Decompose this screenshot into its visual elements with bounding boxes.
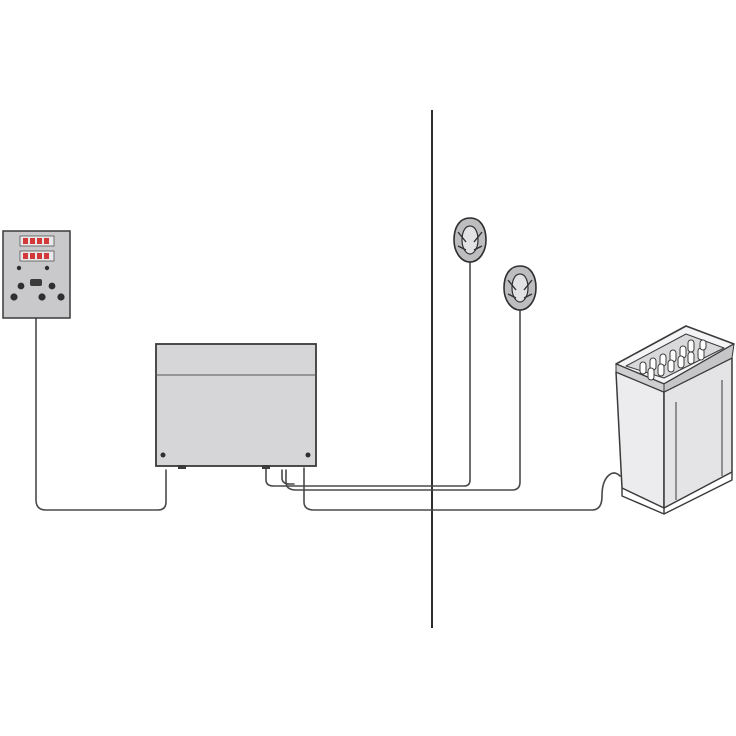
cable-panel-to-unit bbox=[35, 317, 167, 511]
heater-stones bbox=[639, 339, 707, 381]
cables bbox=[35, 261, 621, 511]
panel-indicator-right bbox=[44, 265, 50, 271]
temperature-sensor-2 bbox=[503, 265, 537, 311]
heater-left-face bbox=[615, 371, 665, 509]
temperature-sensor-1 bbox=[453, 217, 487, 263]
panel-center-button bbox=[30, 279, 42, 286]
panel-button-bm bbox=[38, 293, 46, 301]
power-unit-gland-2 bbox=[262, 465, 270, 469]
display-digits bbox=[23, 238, 49, 259]
cable-unit-to-heater bbox=[303, 467, 621, 511]
sauna-heater bbox=[615, 325, 735, 515]
panel-button-br bbox=[57, 293, 65, 301]
panel-button-left bbox=[17, 282, 25, 290]
sensor-2-fins bbox=[507, 279, 533, 299]
sensor-1-fins bbox=[457, 231, 483, 251]
cable-unit-to-sensor-1 bbox=[265, 261, 471, 487]
sensor-2-core bbox=[511, 273, 529, 303]
power-unit-screw-left bbox=[160, 452, 166, 458]
heater-rim-right bbox=[663, 343, 735, 393]
cable-unit-to-sensor-2 bbox=[281, 469, 295, 485]
panel-button-bl bbox=[10, 293, 18, 301]
panel-button-right bbox=[48, 282, 56, 290]
power-unit bbox=[155, 343, 317, 469]
cable-unit-to-sensor-2b bbox=[285, 309, 521, 491]
power-unit-body bbox=[155, 343, 317, 467]
panel-indicator-left bbox=[16, 265, 22, 271]
sensor-1-core bbox=[461, 225, 479, 255]
power-unit-screw-right bbox=[305, 452, 311, 458]
power-unit-gland-1 bbox=[178, 465, 186, 469]
control-panel bbox=[2, 230, 71, 319]
